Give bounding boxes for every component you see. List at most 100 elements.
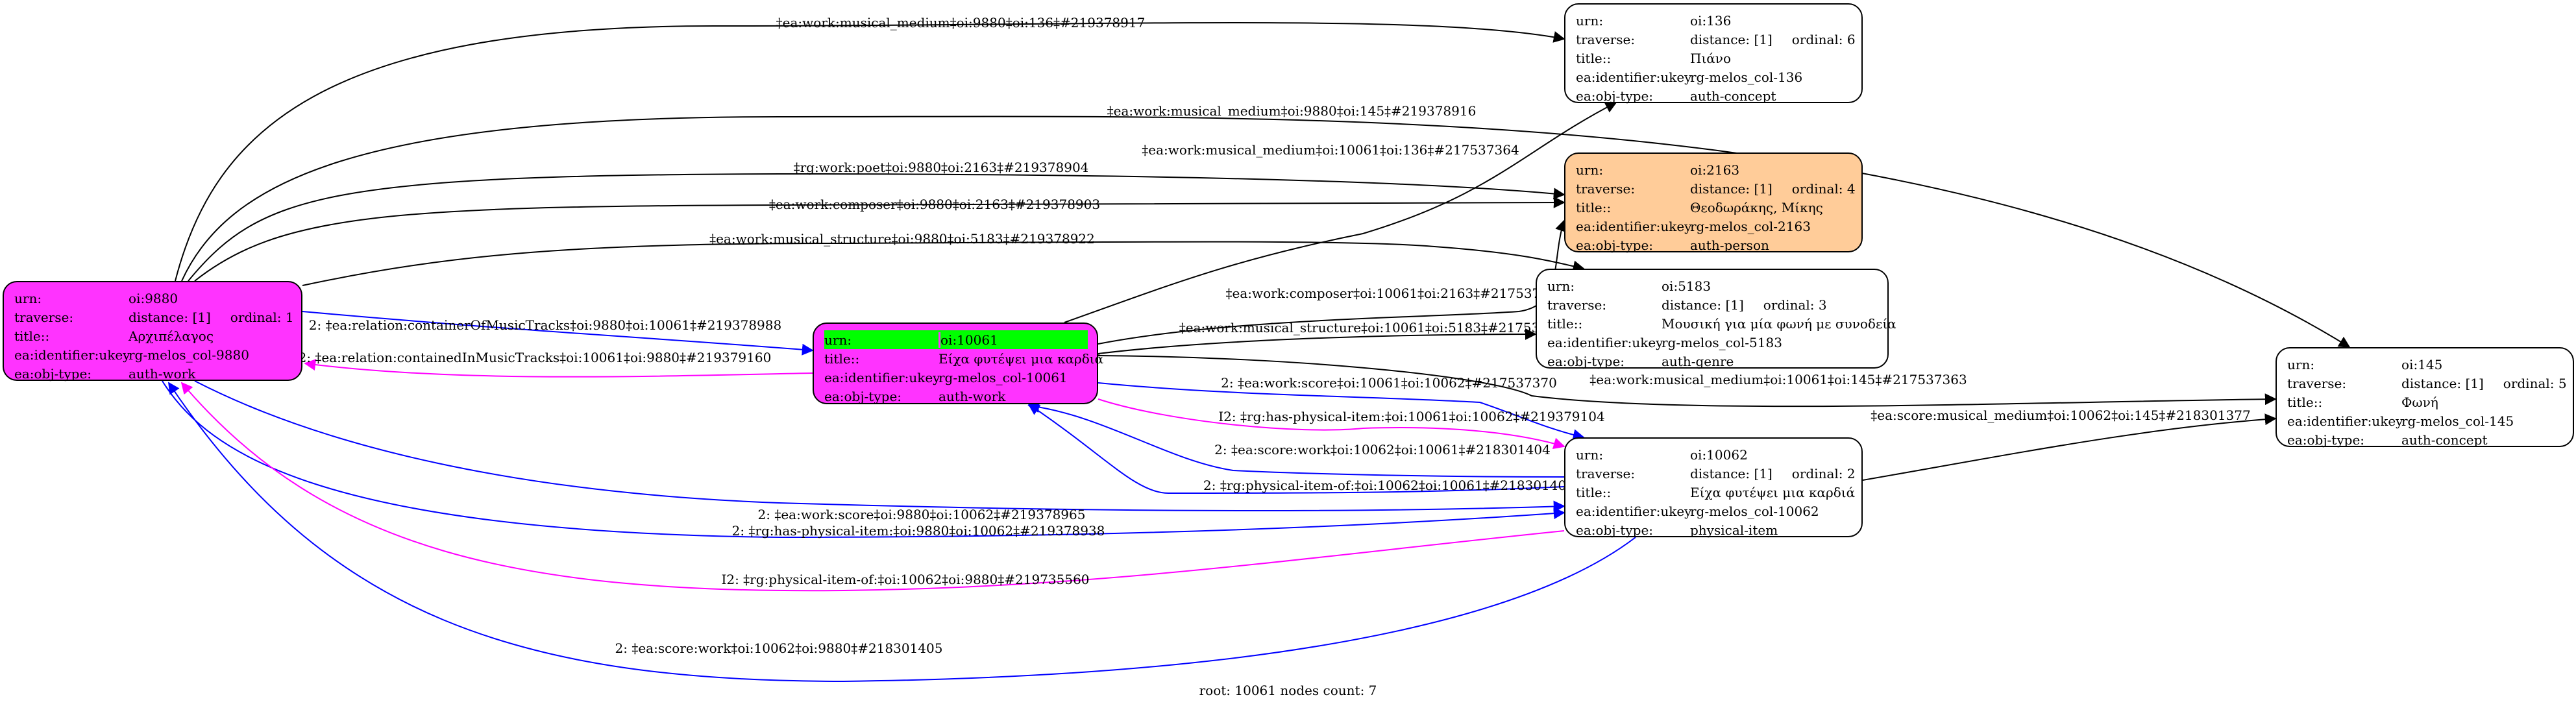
field-key: urn: xyxy=(1576,162,1604,178)
node-urn-row: urn:oi:2163 xyxy=(1576,160,1852,179)
field-key: title:: xyxy=(1576,484,1612,500)
field-value: distance: [1]ordinal: 2 xyxy=(1690,465,1856,481)
field-key: urn: xyxy=(1547,278,1575,294)
node-urn-row: urn: oi:10062 xyxy=(1576,445,1852,464)
field-value: auth-genre xyxy=(1662,353,1734,369)
node-title-row: title::Είχα φυτέψει μια καρδιά xyxy=(1576,483,1855,502)
node-objtype-row: ea:obj-type: auth-work xyxy=(14,364,292,383)
graph-edge-9880-to-5183[interactable] xyxy=(302,241,1585,286)
field-value: rg-melos_col-10062 xyxy=(1690,503,1819,519)
graph-edge-10061-to-9880[interactable] xyxy=(304,359,813,378)
graph-edge-9880-to-10062[interactable] xyxy=(162,380,1565,539)
ordinal-value: ordinal: 2 xyxy=(1791,465,1856,481)
graph-edge-10061-to-136[interactable] xyxy=(1064,102,1617,323)
node-title-row: title::Πιάνο xyxy=(1576,49,1852,67)
field-value: auth-work xyxy=(129,365,196,382)
graph-edge-10062-to-9880[interactable] xyxy=(180,382,1565,592)
ordinal-value: ordinal: 5 xyxy=(2503,375,2567,391)
edge-label: I2: ‡rg:has-physical-item:‡oi:10061‡oi:1… xyxy=(1218,409,1604,424)
field-value: distance: [1]ordinal: 5 xyxy=(2401,375,2567,391)
field-value: oi:10061 xyxy=(940,332,998,348)
edge-label: ‡ea:work:musical_medium‡oi:10061‡oi:145‡… xyxy=(1589,372,1967,387)
field-value: rg-melos_col-2163 xyxy=(1690,218,1811,234)
field-key: ea:obj-type: xyxy=(1547,353,1625,369)
ordinal-value: ordinal: 1 xyxy=(230,309,294,325)
field-value: Θεοδωράκης, Μίκης xyxy=(1690,199,1823,215)
node-objtype-row: ea:obj-type:auth-work xyxy=(824,387,1088,406)
graph-edge-10062-to-10061[interactable] xyxy=(1027,403,1565,494)
field-key: traverse: xyxy=(1576,180,1636,197)
graph-edge-10062-to-9880[interactable] xyxy=(168,382,1636,683)
field-key: traverse: xyxy=(1576,31,1636,47)
edge-label: 2: ‡ea:work:score‡oi:9880‡oi:10062‡#2193… xyxy=(758,507,1086,522)
graph-edge-9880-to-145[interactable] xyxy=(181,116,2351,348)
field-key: ea:identifier:ukey xyxy=(1547,334,1663,350)
graph-edge-10062-to-10061[interactable] xyxy=(1027,401,1565,478)
field-key: urn: xyxy=(14,290,42,306)
edge-label: I2: ‡ea:relation:containedInMusicTracks‡… xyxy=(293,350,772,365)
node-traverse-row: traverse:distance: [1]ordinal: 4 xyxy=(1576,179,1856,198)
edge-label: 2: ‡rg:has-physical-item:‡oi:9880‡oi:100… xyxy=(732,523,1105,539)
edge-label: ‡ea:work:composer‡oi:10061‡oi:2163‡#2175… xyxy=(1226,286,1565,301)
node-title-row: title::Θεοδωράκης, Μίκης xyxy=(1576,198,1852,217)
field-value: oi:9880 xyxy=(129,290,178,306)
field-value: Φωνή xyxy=(2401,394,2438,410)
node-objtype-row: ea:obj-type:auth-person xyxy=(1576,236,1852,254)
field-key: traverse: xyxy=(2287,375,2347,391)
node-title-row: title::Αρχιπέλαγος xyxy=(14,326,292,345)
graph-node-10062[interactable]: urn: oi:10062 traverse: distance: [1]ordina… xyxy=(1564,437,1863,538)
graph-edge-10061-to-10062[interactable] xyxy=(1098,382,1585,441)
edge-label: ‡ea:score:musical_medium‡oi:10062‡oi:145… xyxy=(1871,408,2250,423)
node-objtype-row: ea:obj-type:auth-concept xyxy=(2287,430,2564,449)
graph-edge-10062-to-145[interactable] xyxy=(1862,413,2277,481)
edge-label: 2: ‡ea:relation:containerOfMusicTracks‡o… xyxy=(309,317,781,333)
field-key: ea:obj-type: xyxy=(2287,432,2365,448)
field-key: ea:obj-type: xyxy=(1576,88,1654,104)
graph-edge-10061-to-5183[interactable] xyxy=(1098,328,1537,354)
field-value: oi:5183 xyxy=(1662,278,1711,294)
field-key: ea:obj-type: xyxy=(14,365,92,382)
node-traverse-row: traverse:distance: [1]ordinal: 6 xyxy=(1576,30,1856,49)
graph-edge-9880-to-10062[interactable] xyxy=(194,380,1565,513)
field-value: oi:10062 xyxy=(1690,446,1748,463)
graph-edge-10061-to-10062[interactable] xyxy=(1098,398,1565,449)
graph-edge-10061-to-145[interactable] xyxy=(1098,355,2277,408)
field-key: urn: xyxy=(824,332,940,348)
graph-edge-9880-to-2163[interactable] xyxy=(188,173,1565,282)
node-urn-row: urn:oi:145 xyxy=(2287,355,2564,374)
edge-label: ‡rg:work:poet‡oi:9880‡oi:2163‡#219378904 xyxy=(794,160,1089,175)
field-key: traverse: xyxy=(1576,465,1636,481)
field-key: urn: xyxy=(2287,356,2315,372)
node-title-row: title::Είχα φυτέψει μια καρδιά xyxy=(824,349,1103,368)
graph-edge-9880-to-10061[interactable] xyxy=(302,311,814,356)
field-key: ea:identifier:ukey xyxy=(1576,503,1692,519)
field-value: Μουσική για μία φωνή με συνοδεία xyxy=(1662,315,1896,332)
field-value: Αρχιπέλαγος xyxy=(129,328,214,344)
field-key: ea:identifier:ukey xyxy=(1576,218,1692,234)
node-objtype-row: ea:obj-type:auth-concept xyxy=(1576,86,1852,105)
field-key: urn: xyxy=(1576,446,1604,463)
field-key: ea:obj-type: xyxy=(1576,237,1654,253)
field-key: title:: xyxy=(14,328,50,344)
node-traverse-row: traverse:distance: [1]ordinal: 3 xyxy=(1547,295,1878,314)
node-urn-row: urn: oi:9880 xyxy=(14,289,292,308)
node-urn-row: urn: oi:5183 xyxy=(1547,276,1878,295)
field-key: ea:obj-type: xyxy=(1576,522,1654,538)
edge-label: ‡ea:work:musical_medium‡oi:9880‡oi:136‡#… xyxy=(776,15,1146,30)
graph-edge-9880-to-136[interactable] xyxy=(175,22,1565,282)
edge-labels-layer: ‡ea:work:musical_medium‡oi:9880‡oi:136‡#… xyxy=(293,15,2251,656)
edge-label: ‡ea:work:musical_medium‡oi:9880‡oi:145‡#… xyxy=(1107,103,1477,119)
field-key: ea:identifier:ukey xyxy=(824,369,940,385)
